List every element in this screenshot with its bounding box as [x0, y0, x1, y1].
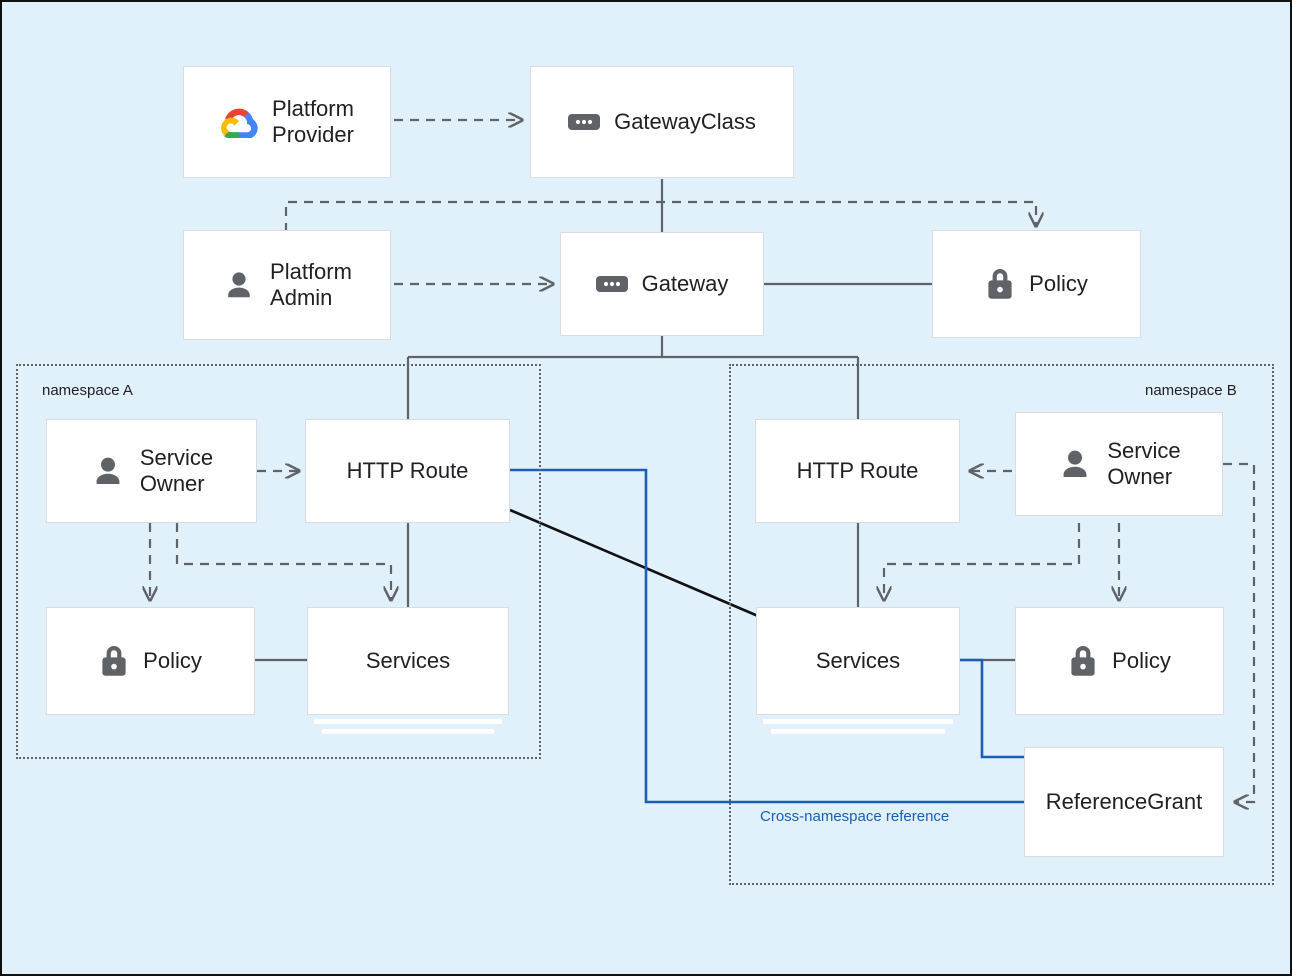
gateway-chip-icon — [568, 114, 601, 130]
lock-icon — [988, 269, 1012, 299]
node-service-owner-a-label: Service Owner — [139, 445, 214, 496]
node-gatewayclass-label: GatewayClass — [614, 109, 756, 135]
wire-httproute-a-services-b — [509, 508, 759, 618]
gateway-chip-icon — [595, 276, 628, 292]
namespace-a-frame — [16, 364, 541, 759]
node-policy-b[interactable]: Policy — [1015, 607, 1224, 715]
person-icon — [96, 457, 120, 485]
lock-icon — [102, 646, 126, 676]
node-policy-a-label: Policy — [143, 648, 202, 674]
node-http-route-b-label: HTTP Route — [796, 458, 919, 484]
node-policy-top-label: Policy — [1029, 271, 1088, 297]
services-b-stack-sheet-2 — [771, 729, 945, 734]
node-platform-admin[interactable]: Platform Admin — [183, 230, 391, 340]
person-icon — [1063, 450, 1087, 478]
node-policy-top[interactable]: Policy — [932, 230, 1141, 338]
node-policy-a[interactable]: Policy — [46, 607, 255, 715]
node-reference-grant-label: ReferenceGrant — [1045, 789, 1203, 815]
node-http-route-a[interactable]: HTTP Route — [305, 419, 510, 523]
lock-icon — [1071, 646, 1095, 676]
node-gateway-label: Gateway — [641, 271, 729, 297]
node-services-b-label: Services — [815, 648, 901, 674]
namespace-b-frame — [729, 364, 1274, 885]
person-icon — [228, 272, 250, 298]
node-reference-grant[interactable]: ReferenceGrant — [1024, 747, 1224, 857]
services-a-stack-sheet-1 — [314, 719, 502, 724]
node-service-owner-b-label: Service Owner — [1107, 438, 1181, 489]
namespace-b-label: namespace B — [1145, 382, 1237, 399]
node-policy-b-label: Policy — [1112, 648, 1171, 674]
node-service-owner-b[interactable]: Service Owner — [1015, 412, 1223, 516]
namespace-a-label: namespace A — [42, 382, 133, 399]
node-http-route-b[interactable]: HTTP Route — [755, 419, 960, 523]
node-services-a[interactable]: Services — [307, 607, 509, 715]
node-gateway[interactable]: Gateway — [560, 232, 764, 336]
node-http-route-a-label: HTTP Route — [346, 458, 469, 484]
node-platform-provider-label: Platform Provider — [272, 96, 354, 147]
node-services-b[interactable]: Services — [756, 607, 960, 715]
node-services-a-label: Services — [365, 648, 451, 674]
node-platform-admin-label: Platform Admin — [270, 259, 352, 310]
services-a-stack-sheet-2 — [322, 729, 494, 734]
google-cloud-logo-icon — [221, 108, 258, 138]
node-service-owner-a[interactable]: Service Owner — [46, 419, 257, 523]
wire-admin-policy-top — [284, 200, 1036, 232]
node-platform-provider[interactable]: Platform Provider — [183, 66, 391, 178]
cross-namespace-reference-label: Cross-namespace reference — [760, 808, 950, 825]
node-gatewayclass[interactable]: GatewayClass — [530, 66, 794, 178]
services-b-stack-sheet-1 — [763, 719, 953, 724]
